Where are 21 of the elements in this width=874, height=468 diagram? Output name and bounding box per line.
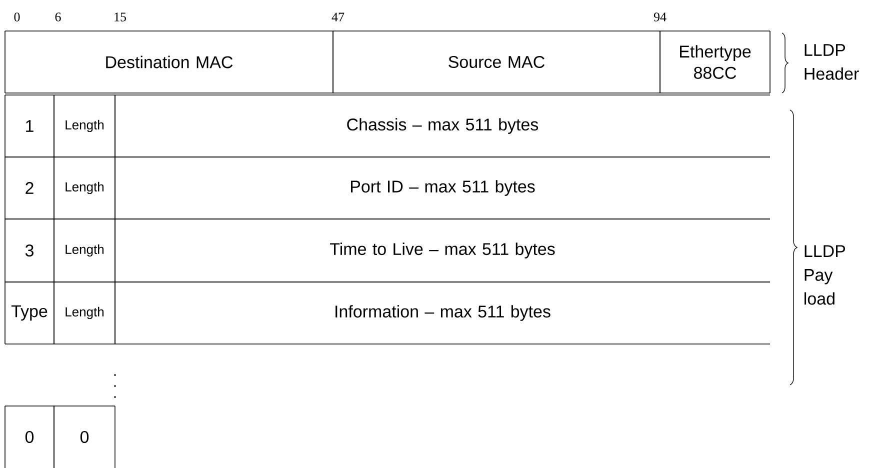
table-cell: Length bbox=[54, 94, 116, 158]
table-cell: Port ID – max 511 bytes bbox=[114, 156, 770, 220]
table-cell: 2 bbox=[4, 156, 54, 220]
table-cell: Length bbox=[54, 218, 116, 282]
brace-label: LLDP Header bbox=[804, 44, 859, 80]
table-cell: 0 bbox=[54, 406, 116, 468]
table-cell: Source MAC bbox=[332, 30, 660, 94]
table-cell: 1 bbox=[4, 94, 54, 158]
table-cell: Ethertype 88CC bbox=[660, 30, 770, 94]
table-cell: Length bbox=[54, 156, 116, 220]
table-cell: Destination MAC bbox=[4, 30, 334, 94]
table-cell: 3 bbox=[4, 218, 54, 282]
table-cell: Chassis – max 511 bytes bbox=[114, 94, 770, 158]
table-cell: Time to Live – max 511 bytes bbox=[114, 218, 770, 282]
table-cell: Length bbox=[54, 282, 116, 344]
bit-offset: 94 bbox=[654, 12, 666, 22]
table-cell: Type bbox=[4, 282, 54, 344]
table-cell: 0 bbox=[4, 406, 54, 468]
table-cell: Information – max 511 bytes bbox=[114, 282, 770, 344]
brace-label: LLDP Pay load bbox=[804, 245, 846, 305]
bit-offset: 47 bbox=[332, 12, 344, 22]
